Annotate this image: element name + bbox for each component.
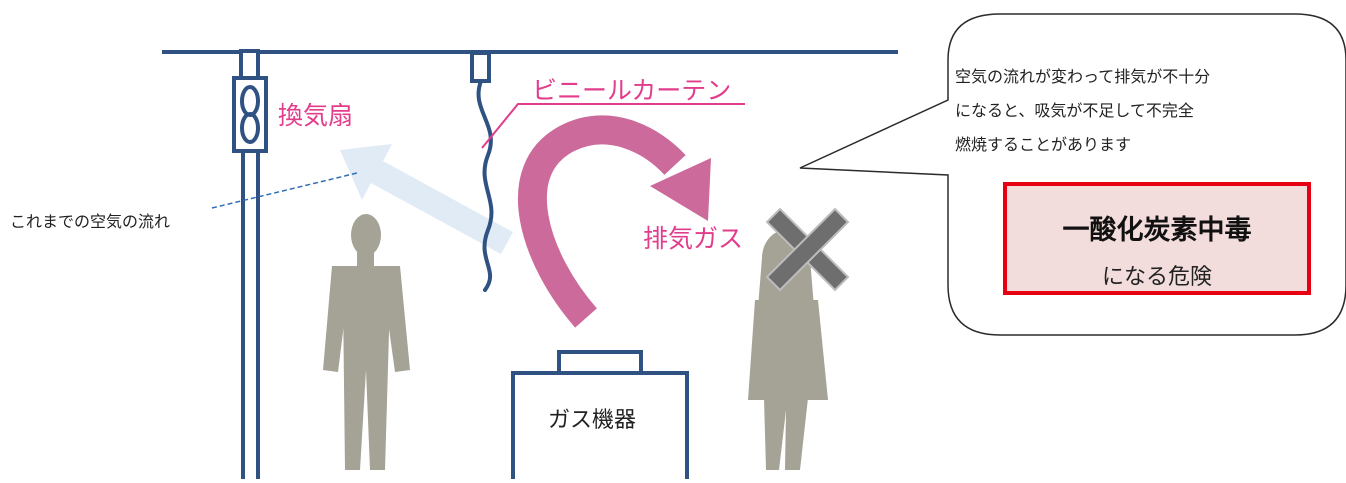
bubble-text: 空気の流れが変わって排気が不十分 になると、吸気が不足して不完全 燃焼することが… [955,60,1335,162]
wall-bracket [239,49,260,81]
bubble-line: 空気の流れが変わって排気が不十分 [955,67,1211,86]
ventilation-fan-icon [232,76,268,153]
bubble-line: 燃焼することがあります [955,135,1132,154]
danger-box: 一酸化炭素中毒 になる危険 [1003,182,1311,295]
person-icon [323,214,410,470]
previous-airflow-label: これまでの空気の流れ [10,212,171,231]
vinyl-curtain [476,79,494,292]
previous-airflow-arrow-icon [340,144,513,254]
curtain-hook [470,51,491,83]
vinyl-curtain-label: ビニールカーテン [532,76,732,105]
curtain-label-leader [481,103,745,149]
ventilation-fan-label: 換気扇 [278,101,354,130]
previous-airflow-leader [211,172,358,209]
exhaust-arrow-icon [518,115,711,328]
gas-appliance-top [557,350,643,376]
bubble-line: になると、吸気が不足して不完全 [955,101,1194,120]
danger-subtitle: になる危険 [1101,265,1212,290]
gas-appliance-body [511,371,689,483]
gas-appliance-label: ガス機器 [548,408,637,433]
x-cross-icon [765,207,850,292]
danger-title: 一酸化炭素中毒 [1062,215,1252,246]
exhaust-gas-label: 排気ガス [643,224,744,253]
